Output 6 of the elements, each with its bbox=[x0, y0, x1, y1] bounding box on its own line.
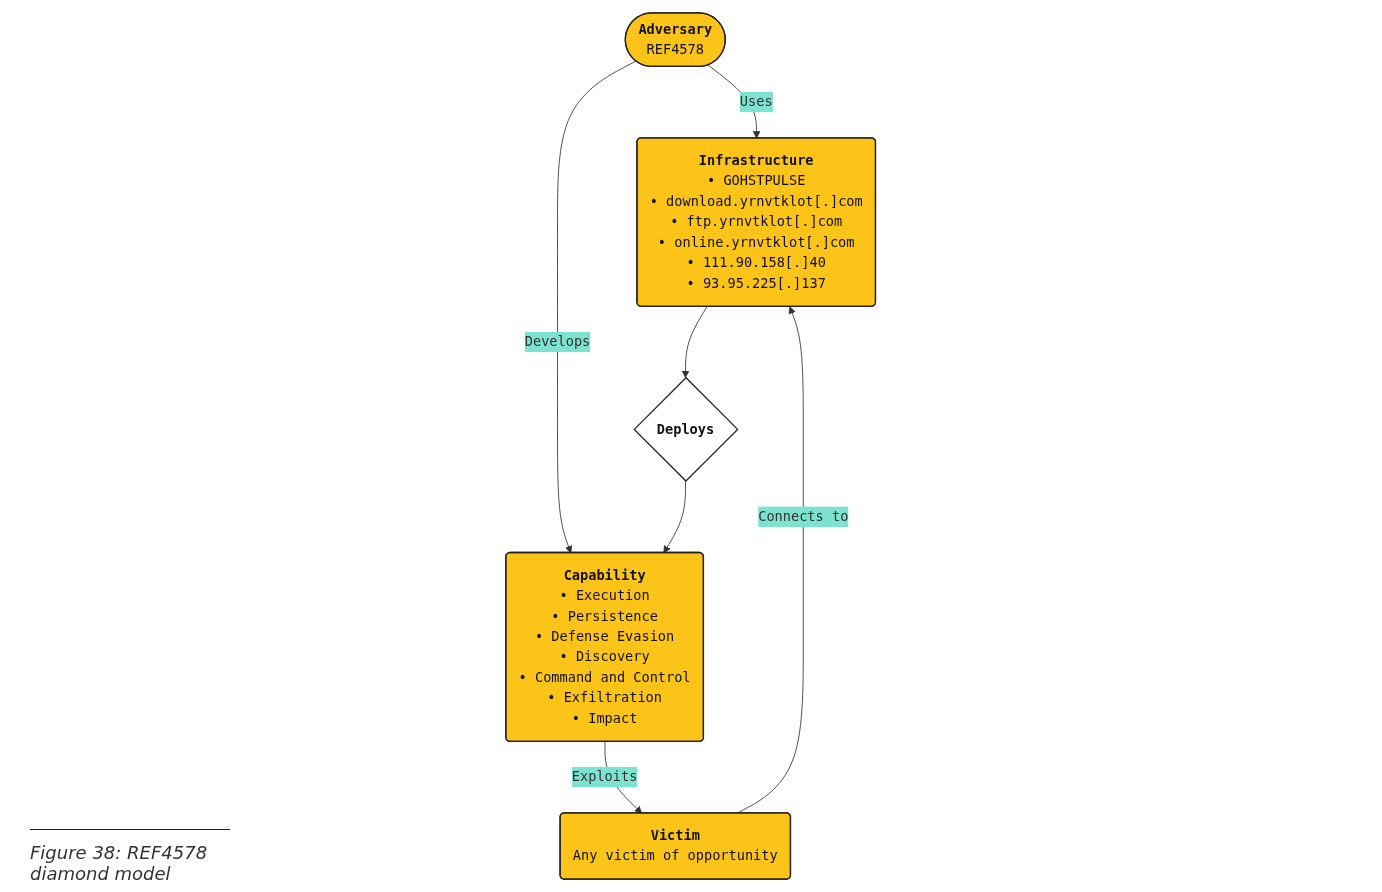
node-diamond: Deploys bbox=[633, 376, 739, 482]
figure-caption: Figure 38: REF4578 diamond model bbox=[30, 829, 230, 884]
edge-label: Connects to bbox=[758, 508, 849, 525]
edge-label: Uses bbox=[740, 93, 773, 110]
edge-label: Exploits bbox=[572, 768, 638, 785]
edge-label: Develops bbox=[525, 333, 591, 350]
